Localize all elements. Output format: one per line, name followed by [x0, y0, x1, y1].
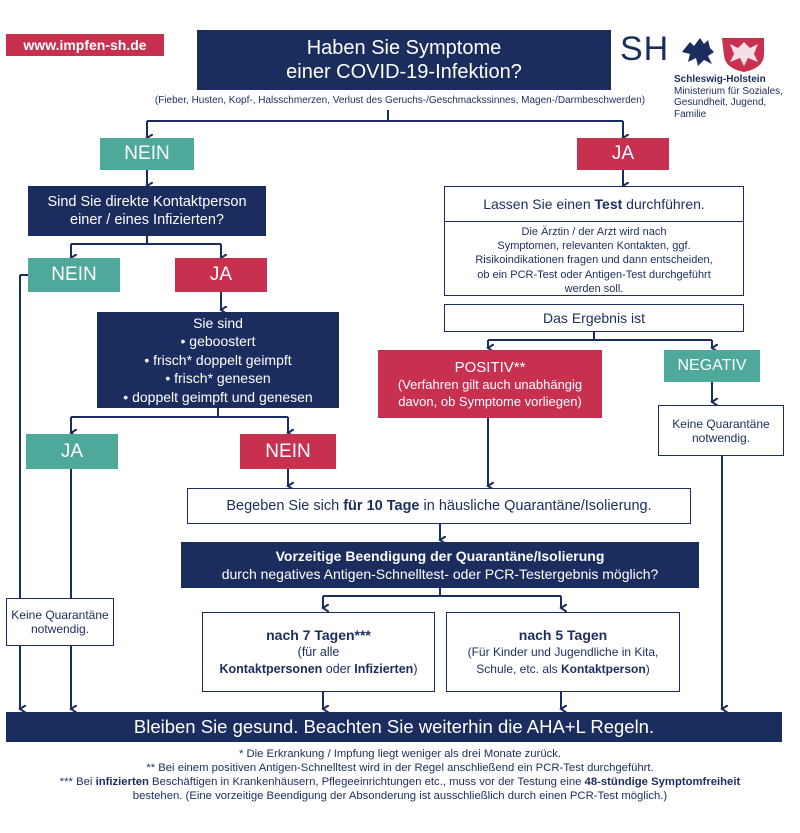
immunity-status-title: Sie sind: [193, 314, 243, 331]
footnote-3-bold2: 48-stündige Symptomfreiheit: [584, 776, 741, 788]
footnote-1: * Die Erkrankung / Impfung liegt weniger…: [238, 748, 562, 760]
positive-label: POSITIV**: [454, 358, 526, 376]
option-7-days-line1: (für alle: [297, 644, 340, 659]
no-quarantine-right-line1: Keine Quarantäne: [672, 416, 770, 431]
immunity-status-item: • doppelt geimpft und genesen: [123, 388, 313, 405]
symptom-question-line2: einer COVID-19-Infektion?: [286, 61, 522, 83]
quarantine-post: in häusliche Quarantäne/Isolierung.: [419, 498, 652, 514]
doctor-text-3: Risikoindikationen fragen und dann entsc…: [475, 254, 713, 267]
footnote-3: *** Bei infizierten Beschäftigen in Kran…: [10, 775, 790, 789]
footnote-3-mid: Beschäftigen in Krankenhäusern, Pflegeei…: [148, 776, 585, 788]
contact-yes-label: JA: [175, 258, 267, 292]
footnote-3-pre: *** Bei: [59, 776, 96, 788]
positive-note-1: (Verfahren gilt auch unabhängig: [397, 376, 583, 392]
quarantine-box: Begeben Sie sich für 10 Tage in häuslich…: [187, 488, 691, 524]
option-5-days-title: nach 5 Tagen: [518, 626, 608, 643]
doctor-explanation: Die Ärztin / der Arzt wird nach Symptome…: [445, 222, 743, 296]
result-label-box: Das Ergebnis ist: [444, 304, 744, 332]
logo-ministry-2: Gesundheit, Jugend, Familie: [674, 97, 767, 120]
contact-question-box: Sind Sie direkte Kontaktperson einer / e…: [28, 186, 266, 236]
logo-org: Schleswig-Holstein: [674, 74, 766, 85]
website-link[interactable]: www.impfen-sh.de: [23, 37, 147, 53]
option-7-days-bold1: Kontaktpersonen: [219, 661, 323, 676]
website-badge[interactable]: www.impfen-sh.de: [6, 34, 164, 56]
option-5-days-line1: (Für Kinder und Jugendliche in Kita,: [467, 644, 659, 659]
positive-box: POSITIV** (Verfahren gilt auch unabhängi…: [378, 350, 602, 418]
test-box: Lassen Sie einen Test durchführen. Die Ä…: [444, 186, 744, 296]
test-instruction: Lassen Sie einen Test durchführen.: [445, 187, 743, 222]
symptom-question-box: Haben Sie Symptome einer COVID-19-Infekt…: [197, 30, 611, 90]
option-7-days-line2: Kontaktpersonen oder Infizierten): [220, 661, 418, 678]
footnotes: * Die Erkrankung / Impfung liegt weniger…: [10, 747, 790, 803]
no-quarantine-right-line2: notwendig.: [691, 430, 751, 445]
doctor-text-4: ob ein PCR-Test oder Antigen-Test durchg…: [477, 268, 711, 281]
test-instruction-pre: Lassen Sie einen: [483, 196, 595, 212]
contact-no-label: NEIN: [28, 258, 120, 292]
option-5-days-line2: Schule, etc. als Kontaktperson): [476, 661, 649, 678]
no-quarantine-left-box: Keine Quarantäne notwendig.: [6, 598, 114, 646]
no-symptoms-label: NEIN: [100, 138, 194, 170]
final-message-box: Bleiben Sie gesund. Beachten Sie weiterh…: [6, 712, 782, 742]
option-7-days-end: ): [413, 661, 418, 676]
doctor-text-1: Die Ärztin / der Arzt wird nach: [521, 226, 667, 238]
option-5-days-line2-pre: Schule, etc. als: [476, 661, 562, 676]
positive-note-2: davon, ob Symptome vorliegen): [398, 393, 582, 409]
contact-question-line1: Sind Sie direkte Kontaktperson: [47, 194, 247, 210]
option-5-days-box: nach 5 Tagen (Für Kinder und Jugendliche…: [446, 612, 680, 692]
immunity-status-item: • geboostert: [180, 333, 256, 350]
status-no-label: NEIN: [240, 434, 336, 469]
option-7-days-bold2: Infizierten: [354, 661, 414, 676]
symptoms-yes-label: JA: [577, 138, 669, 170]
early-end-box: Vorzeitige Beendigung der Quarantäne/Iso…: [181, 542, 699, 588]
quarantine-duration: für 10 Tage: [343, 498, 420, 514]
no-quarantine-left-line2: notwendig.: [30, 622, 90, 636]
immunity-status-box: Sie sind • geboostert • frisch* doppelt …: [97, 312, 339, 408]
option-7-days-box: nach 7 Tagen*** (für alle Kontaktpersone…: [202, 612, 435, 692]
option-7-days-mid: oder: [322, 661, 355, 676]
no-quarantine-right-box: Keine Quarantäne notwendig.: [658, 405, 784, 456]
logo-abbr: SH: [620, 30, 670, 68]
ministry-logo: SH Schleswig-Holstein Ministerium für So…: [620, 30, 796, 120]
footnote-3-bold1: infizierten: [95, 776, 149, 788]
option-5-days-end: ): [645, 661, 650, 676]
test-instruction-post: durchführen.: [622, 196, 705, 212]
doctor-text-5: werden soll.: [564, 282, 624, 295]
option-5-days-bold: Kontaktperson: [561, 661, 646, 676]
quarantine-pre: Begeben Sie sich: [226, 498, 344, 514]
immunity-status-item: • frisch* genesen: [165, 370, 271, 387]
status-yes-label: JA: [26, 434, 118, 469]
symptom-question-line1: Haben Sie Symptome: [306, 37, 502, 59]
negative-label: NEGATIV: [664, 350, 760, 382]
footnote-3-line2: bestehen. (Eine vorzeitige Beendigung de…: [132, 790, 668, 802]
test-instruction-bold: Test: [594, 196, 623, 212]
immunity-status-item: • frisch* doppelt geimpft: [144, 351, 292, 368]
contact-question-line2: einer / eines Infizierten?: [70, 212, 224, 228]
logo-ministry-1: Ministerium für Soziales,: [674, 85, 783, 97]
symptom-note: (Fieber, Husten, Kopf-, Halsschmerzen, V…: [154, 95, 646, 106]
footnote-2: ** Bei einem positiven Antigen-Schnellte…: [146, 762, 654, 774]
doctor-text-2: Symptomen, relevanten Kontakten, ggf.: [497, 240, 691, 253]
option-7-days-title: nach 7 Tagen***: [266, 626, 371, 643]
early-end-line2: durch negatives Antigen-Schnelltest- ode…: [221, 566, 659, 582]
early-end-line1: Vorzeitige Beendigung der Quarantäne/Iso…: [275, 548, 605, 564]
no-quarantine-left-line1: Keine Quarantäne: [11, 608, 109, 622]
coat-of-arms-icon: [682, 38, 764, 72]
